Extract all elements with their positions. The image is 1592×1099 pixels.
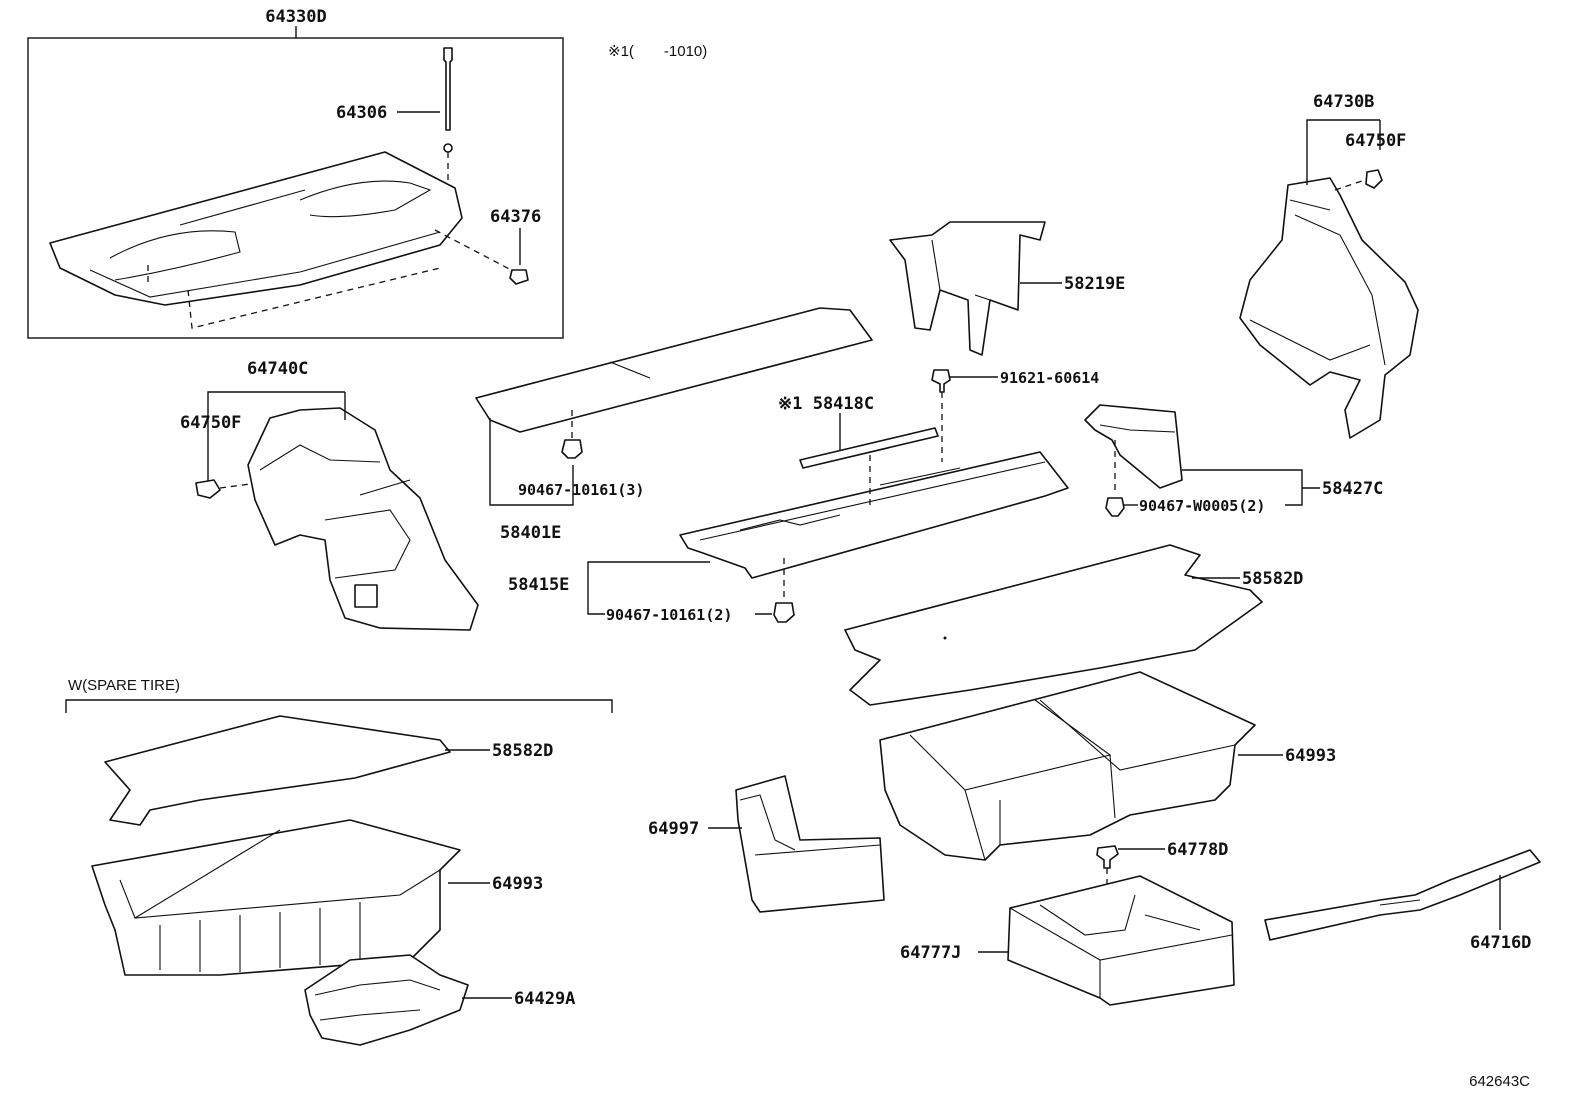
spare-tire-label: W(SPARE TIRE) (68, 677, 180, 694)
label-58582D-left: 58582D (492, 741, 553, 761)
mat-58582D-left-drawing (104, 715, 451, 826)
bracket-58427C-drawing (1084, 404, 1183, 489)
clip-64778D-drawing (1096, 845, 1119, 869)
label-64306: 64306 (336, 103, 387, 123)
mat-58582D-right-group: 58582D (844, 544, 1303, 706)
bolt-91621-group: 91621-60614 (931, 369, 1099, 462)
box-64777J-group: 64777J (900, 875, 1235, 1006)
diagram-id: 642643C (1469, 1073, 1530, 1090)
clip-64778D-group: 64778D (1096, 840, 1228, 925)
tub-64993-right-drawing (879, 671, 1256, 861)
label-90467-W0005-2: 90467-W0005(2) (1139, 497, 1265, 515)
label-64429A: 64429A (514, 989, 575, 1009)
package-tray-group: 64330D 64306 64376 (27, 7, 564, 339)
clip-90467-2-drawing (773, 602, 795, 623)
tub-64993-left-drawing (91, 819, 461, 976)
tub-64993-right-group: 64993 (879, 671, 1336, 861)
cover-64997-group: 64997 (648, 775, 885, 913)
label-58219E: 58219E (1064, 274, 1125, 294)
rail-64716D-group: 64716D (1264, 849, 1541, 953)
label-64750F-right: 64750F (1345, 131, 1406, 151)
strip-58418C-drawing (799, 427, 939, 469)
rod-64306-drawing (443, 47, 453, 131)
quarter-trim-right-drawing (1239, 177, 1419, 439)
quarter-trim-left-drawing (247, 407, 479, 631)
quarter-trim-left-group: 64740C 64750F (180, 359, 479, 631)
label-90467-10161-3: 90467-10161(3) (518, 481, 644, 499)
label-64730B: 64730B (1313, 92, 1374, 112)
bracket-58219E-group: 58219E (889, 221, 1125, 356)
label-64777J: 64777J (900, 943, 961, 963)
label-64750F-left: 64750F (180, 413, 241, 433)
clip-64376-drawing (509, 269, 529, 285)
label-64993-left: 64993 (492, 874, 543, 894)
note-1010: ※1( -1010) (608, 43, 707, 60)
label-58401E: 58401E (500, 523, 561, 543)
label-64716D: 64716D (1470, 933, 1531, 953)
spare-tire-group: W(SPARE TIRE) 58582D 64993 64429A (65, 677, 613, 1046)
bracket-58219E-drawing (889, 221, 1046, 356)
package-tray-drawing (49, 151, 463, 306)
sill-58415E-group: 58415E 90467-10161(2) (508, 451, 1069, 624)
strip-58418C-group: ※1 58418C (778, 394, 939, 469)
clip-90467-3-drawing (561, 439, 583, 459)
label-64778D: 64778D (1167, 840, 1228, 860)
label-64330D: 64330D (265, 7, 326, 27)
clip-64750F-left-drawing (195, 479, 221, 499)
quarter-trim-right-group: 64730B 64750F (1239, 92, 1419, 439)
sill-58415E-drawing (679, 451, 1069, 579)
rail-64716D-drawing (1264, 849, 1541, 941)
label-90467-10161-2: 90467-10161(2) (606, 606, 732, 624)
label-91621-60614: 91621-60614 (1000, 369, 1099, 387)
label-64993-right: 64993 (1285, 746, 1336, 766)
label-58418C: ※1 58418C (778, 394, 874, 414)
label-58582D-right: 58582D (1242, 569, 1303, 589)
box-64777J-drawing (1007, 875, 1235, 1006)
label-64376: 64376 (490, 207, 541, 227)
mat-58582D-right-drawing (844, 544, 1263, 706)
label-58427C: 58427C (1322, 479, 1383, 499)
bolt-91621-drawing (931, 369, 951, 393)
clip-90467-W0005-drawing (1105, 497, 1125, 517)
label-64997: 64997 (648, 819, 699, 839)
panel-58401E-group: 90467-10161(3) 58401E (475, 307, 873, 543)
clip-64750F-right-drawing (1365, 169, 1383, 189)
label-58415E: 58415E (508, 575, 569, 595)
bracket-58427C-group: 58427C 90467-W0005(2) (1084, 404, 1383, 517)
tray-64429A-drawing (304, 954, 469, 1046)
cover-64997-drawing (735, 775, 885, 913)
label-64740C: 64740C (247, 359, 308, 379)
